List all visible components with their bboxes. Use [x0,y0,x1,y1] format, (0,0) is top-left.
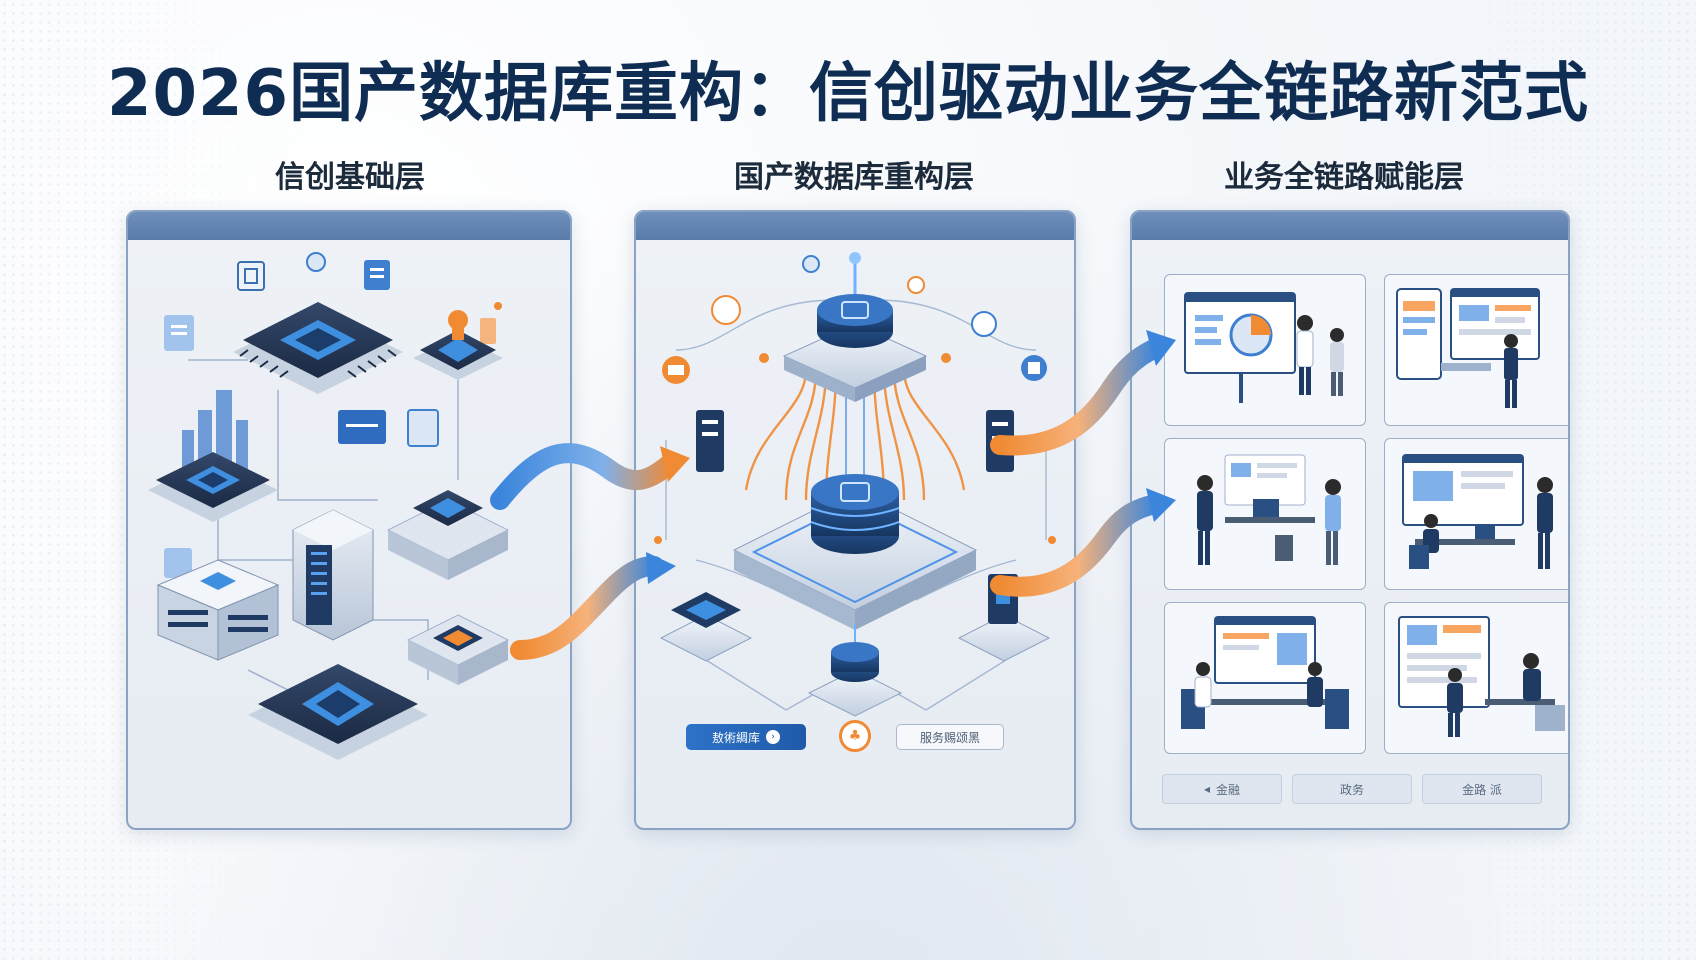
dashboard-scene-illustration [1396,288,1540,408]
consultation-scene-illustration [1398,616,1565,737]
chevron-right-icon: › [766,730,780,744]
industry-tab-label: 政务 [1339,782,1364,797]
industry-tab-government[interactable]: 政务 [1292,774,1412,804]
database-node-icon [807,625,903,717]
industry-tab-label: 金路 派 [1462,782,1502,797]
panel-header [128,212,570,240]
discussion-scene-illustration [1197,454,1341,565]
column-label-database: 国产数据库重构层 [734,160,974,195]
edge-device-icon [406,614,510,685]
service-tag-button[interactable]: 服务赐颂黑 [896,724,1004,750]
edge-device-icon [386,490,510,580]
database-node-icon [957,574,1051,662]
scenario-tile-workstation [1384,438,1568,590]
database-tag-label: 敖術綢库 [711,730,760,745]
scenario-tile-presentation [1164,274,1366,426]
workstation-scene-illustration [1402,454,1553,569]
meeting-scene-illustration [1181,616,1349,729]
scenario-tile-dashboard [1384,274,1568,426]
processor-chip-icon [248,664,428,760]
page-title: 2026国产数据库重构：信创驱动业务全链路新范式 [106,57,1590,131]
column-label-infrastructure: 信创基础层 [275,160,425,195]
panel-header [1132,212,1568,240]
city-skyline-icon [182,390,248,470]
processor-chip-icon [148,452,278,522]
processor-chip-icon [233,302,403,394]
panel-database: 敖術綢库 › ♣ 服务赐颂黑 [634,210,1076,830]
scenario-tile-meeting [1164,602,1366,754]
industry-tab-other[interactable]: 金路 派 [1422,774,1542,804]
server-tower-icon [292,509,374,641]
panel-business: ◂ 金融 政务 金路 派 [1130,210,1570,830]
network-hub-button[interactable]: ♣ [839,720,871,752]
floating-ui-icons [164,252,502,578]
scenario-tile-consultation [1384,602,1568,754]
security-chip-icon [413,310,503,380]
central-database-platform [732,474,978,630]
industry-tab-finance[interactable]: ◂ 金融 [1162,774,1282,804]
column-label-business: 业务全链路赋能层 [1224,160,1464,195]
database-illustration [654,252,1056,717]
scenario-tile-discussion [1164,438,1366,590]
panel-infrastructure [126,210,572,830]
database-node-icon [659,592,753,662]
presentation-scene-illustration [1184,292,1344,403]
industry-tab-label: 金融 [1216,782,1241,797]
database-cylinder-icon [782,252,928,402]
panel-header [636,212,1074,240]
infrastructure-illustration [148,252,510,760]
storage-server-icon [156,559,280,661]
arrow-left-icon: ◂ [1203,782,1210,796]
database-tag-button[interactable]: 敖術綢库 › [686,724,806,750]
